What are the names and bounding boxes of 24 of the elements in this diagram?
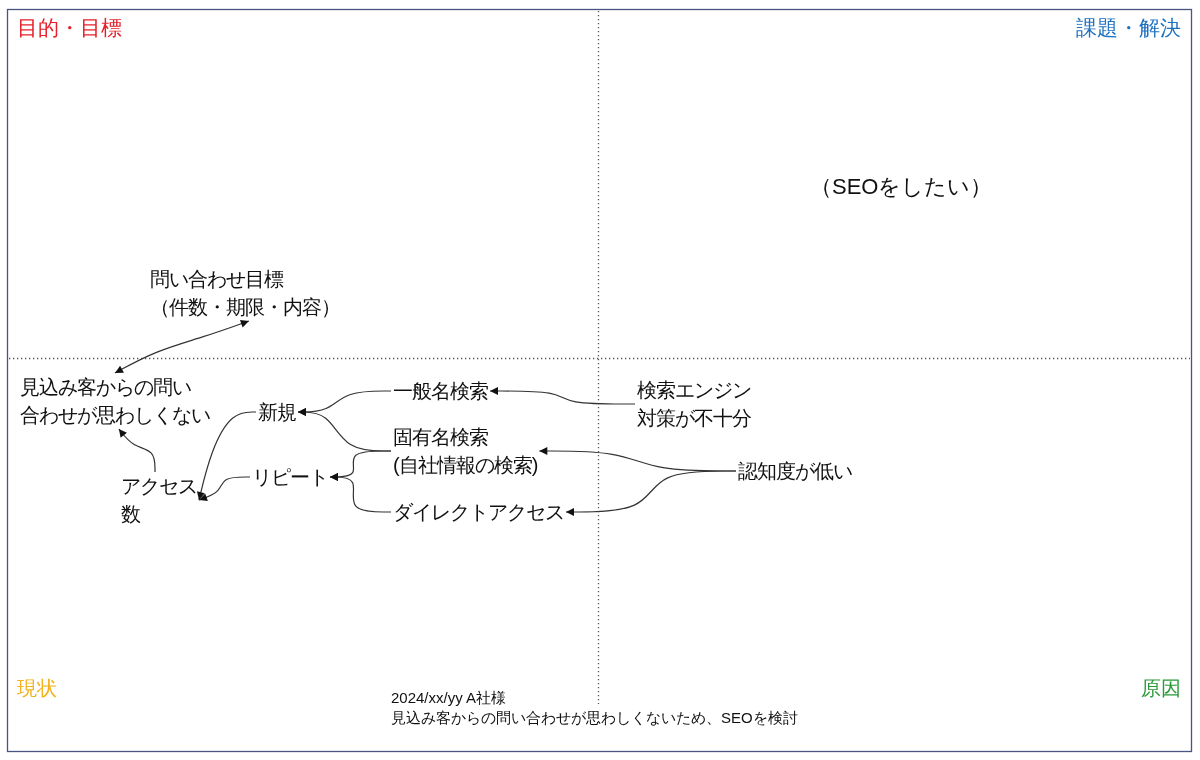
footer-note: 見込み客からの問い合わせが思わしくないため、SEOを検討 <box>391 709 798 728</box>
quadrant-label: 原因 <box>1141 676 1181 701</box>
node-text: リピート <box>250 463 330 491</box>
node-text: アクセス数 <box>119 472 199 528</box>
quadrant-label: 現状 <box>17 676 57 701</box>
arrow <box>329 473 392 513</box>
node-text: 見込み客からの問い合わせが思わしくない <box>18 373 212 429</box>
node-text: 検索エンジン対策が不十分 <box>635 376 753 432</box>
arrow <box>198 476 251 502</box>
arrow <box>489 387 636 405</box>
arrow <box>565 470 737 516</box>
quadrant-label: 目的・目標 <box>17 15 122 41</box>
arrow <box>118 428 156 473</box>
node-text: 一般名検索 <box>391 377 490 405</box>
note-text: （SEOをしたい） <box>810 173 993 201</box>
date-text: 2024/xx/yy A社様 <box>391 689 507 708</box>
node-text: ダイレクトアクセス <box>391 498 566 526</box>
node-text: 固有名検索(自社情報の検索) <box>391 423 540 479</box>
double-arrow <box>114 319 250 374</box>
arrow <box>197 411 257 501</box>
node-text: 問い合わせ目標（件数・期限・内容） <box>148 265 342 321</box>
node-text: 新規 <box>256 398 298 426</box>
node-text: 認知度が低い <box>736 457 854 485</box>
quadrant-label: 課題・解決 <box>1076 15 1181 41</box>
